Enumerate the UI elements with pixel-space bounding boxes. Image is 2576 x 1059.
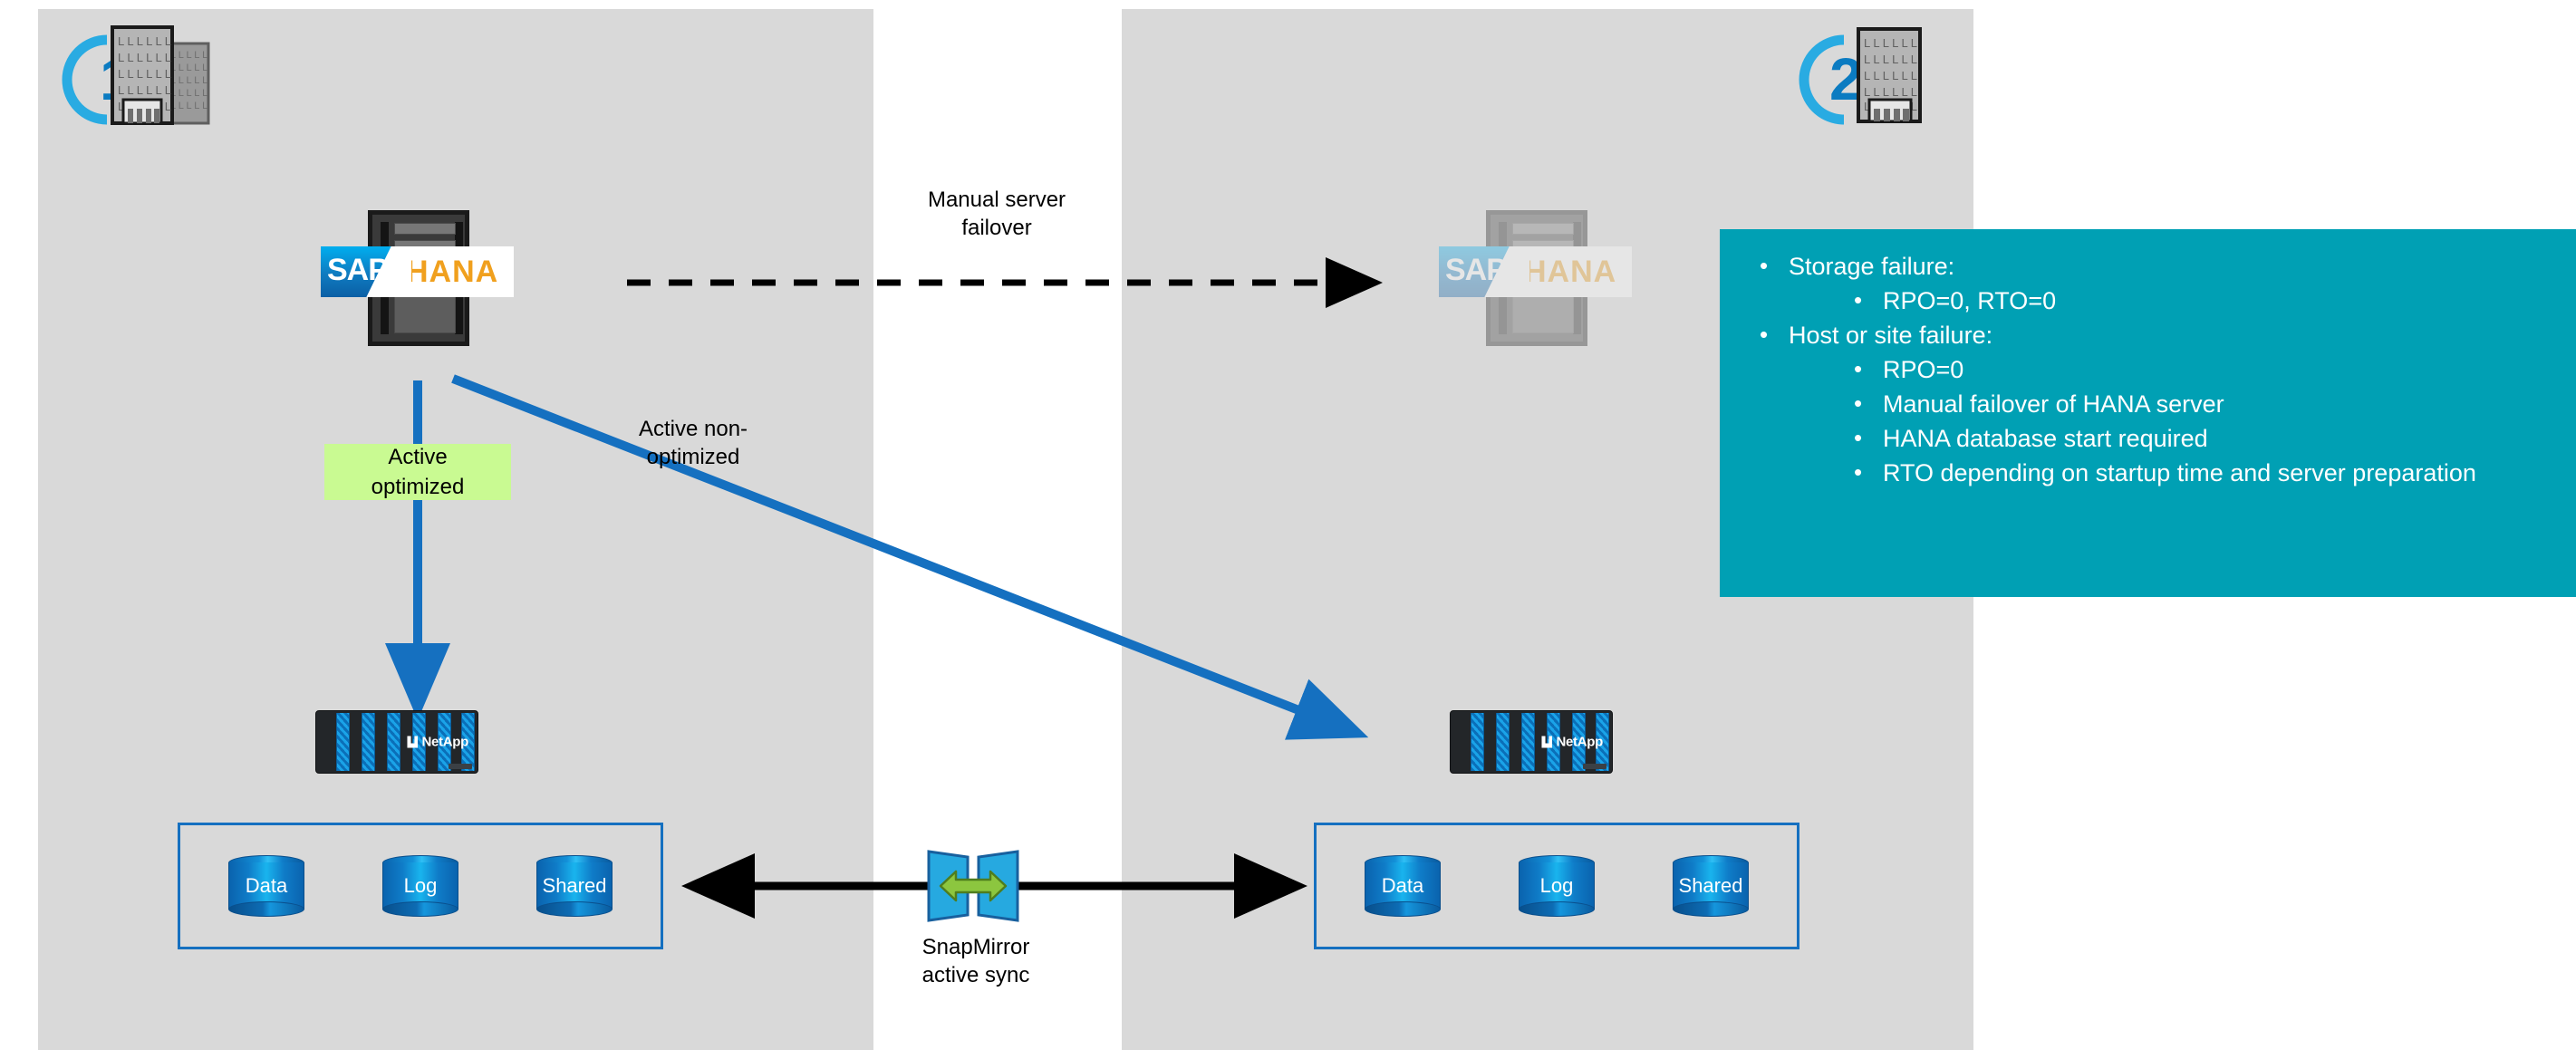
volume-log[interactable]: Log — [382, 855, 458, 917]
server-rail-right — [1573, 222, 1581, 334]
svg-text:L L L L L L: L L L L L L — [1864, 69, 1917, 82]
snapmirror-label: SnapMirror active sync — [863, 933, 1089, 989]
svg-text:L L L L L: L L L L L — [170, 63, 207, 73]
callout-item-host-site-failure: Host or site failure: RPO=0 Manual failo… — [1747, 317, 2552, 490]
callout-subitem: RPO=0 — [1841, 351, 2552, 387]
sap-hana-logo: SAP HANA — [1439, 246, 1632, 297]
sap-hana-logo: SAP HANA — [321, 246, 514, 297]
server-bay — [1512, 223, 1574, 235]
callout-subitem: RTO depending on startup time and server… — [1841, 455, 2552, 490]
cylinder-bottom — [1365, 901, 1441, 917]
hana-wordmark: HANA — [1524, 254, 1617, 289]
volume-data[interactable]: Data — [1365, 855, 1441, 917]
netapp-mark-icon — [1541, 736, 1553, 748]
site-1-hana-server[interactable]: SAP HANA — [321, 210, 514, 346]
netapp-logo: NetApp — [1541, 735, 1603, 750]
netapp-wordmark: NetApp — [421, 734, 468, 750]
svg-text:L L L L L: L L L L L — [170, 50, 207, 61]
office-buildings-icon: L L L L L L L L L L L L L L L L L L L L L … — [109, 24, 216, 131]
callout-item-storage-failure: Storage failure: RPO=0, RTO=0 — [1747, 248, 2552, 318]
array-status-leds — [449, 764, 472, 769]
callout-sublist: RPO=0, RTO=0 — [1789, 283, 2552, 318]
volume-label: Shared — [542, 874, 607, 897]
manual-failover-label: Manual server failover — [843, 186, 1151, 242]
cylinder-bottom — [536, 901, 613, 917]
volume-shared[interactable]: Shared — [1673, 855, 1749, 917]
active-non-optimized-line1: Active non- — [638, 417, 748, 441]
svg-text:L L L L L L: L L L L L L — [118, 51, 171, 64]
sap-wordmark: SAP — [1445, 253, 1507, 287]
site-1-netapp-array[interactable]: NetApp — [315, 710, 478, 774]
manual-failover-label-line2: failover — [961, 216, 1032, 240]
snapmirror-label-line1: SnapMirror — [921, 935, 1030, 959]
callout-subitem: Manual failover of HANA server — [1841, 386, 2552, 421]
svg-text:L L L L L: L L L L L — [170, 101, 207, 111]
svg-text:L L L L L L: L L L L L L — [118, 67, 171, 81]
cylinder-bottom — [1519, 901, 1595, 917]
volume-label: Data — [1381, 874, 1424, 897]
volume-label: Shared — [1678, 874, 1743, 897]
site-2-netapp-array[interactable]: NetApp — [1450, 710, 1613, 774]
svg-text:L L L L L: L L L L L — [170, 88, 207, 99]
svg-text:L L L L L L: L L L L L L — [118, 83, 171, 97]
callout-subitem: HANA database start required — [1841, 420, 2552, 456]
callout-item-text: Host or site failure: — [1789, 322, 1993, 349]
snapmirror-label-line2: active sync — [921, 963, 1030, 987]
svg-text:L L L L L L: L L L L L L — [1864, 53, 1917, 66]
array-stripes — [316, 711, 478, 773]
server-tower-icon — [1486, 210, 1587, 346]
active-non-optimized-line2: optimized — [646, 445, 740, 469]
snapmirror-icon — [926, 848, 1020, 924]
active-optimized-line2: optimized — [371, 475, 465, 499]
server-bay — [394, 223, 456, 235]
resilience-callout: Storage failure: RPO=0, RTO=0 Host or si… — [1720, 229, 2576, 597]
site-1-badge: 1 L L L L LL L L L L L L L L LL L L L L … — [56, 16, 256, 143]
hana-wordmark: HANA — [406, 254, 499, 289]
svg-text:L L L L L L: L L L L L L — [118, 34, 171, 48]
volume-label: Log — [403, 874, 438, 897]
cylinder-bottom — [1673, 901, 1749, 917]
volume-label: Data — [245, 874, 288, 897]
netapp-logo: NetApp — [407, 735, 468, 750]
cylinder-bottom — [382, 901, 458, 917]
callout-item-text: Storage failure: — [1789, 253, 1955, 280]
manual-failover-label-line1: Manual server — [927, 188, 1066, 212]
volume-label: Log — [1539, 874, 1574, 897]
sap-logo-mark: SAP — [1439, 246, 1529, 297]
callout-sublist: RPO=0 Manual failover of HANA server HAN… — [1789, 351, 2552, 490]
active-non-optimized-label: Active non- optimized — [593, 415, 793, 471]
volume-log[interactable]: Log — [1519, 855, 1595, 917]
sap-wordmark: SAP — [327, 253, 389, 287]
sap-logo-mark: SAP — [321, 246, 411, 297]
volume-shared[interactable]: Shared — [536, 855, 613, 917]
office-building-icon: L L L L L L L L L L L L L L L L L L L L L … — [1855, 25, 1925, 130]
active-optimized-line1: Active — [388, 445, 448, 469]
array-status-leds — [1583, 764, 1606, 769]
volume-data[interactable]: Data — [228, 855, 304, 917]
svg-text:L L L L L L: L L L L L L — [1864, 85, 1917, 99]
site-1-volume-group: Data Log Shared — [178, 823, 663, 949]
callout-list: Storage failure: RPO=0, RTO=0 Host or si… — [1747, 248, 2552, 490]
site-2-hana-server[interactable]: SAP HANA — [1439, 210, 1632, 346]
svg-text:L L L L L: L L L L L — [170, 75, 207, 86]
netapp-mark-icon — [407, 736, 419, 748]
cylinder-bottom — [228, 901, 304, 917]
svg-text:L L L L L L: L L L L L L — [1864, 36, 1917, 50]
site-2-volume-group: Data Log Shared — [1314, 823, 1799, 949]
netapp-wordmark: NetApp — [1556, 734, 1603, 750]
array-stripes — [1451, 711, 1612, 773]
callout-subitem: RPO=0, RTO=0 — [1841, 283, 2552, 318]
active-optimized-badge: Active optimized — [324, 444, 511, 500]
